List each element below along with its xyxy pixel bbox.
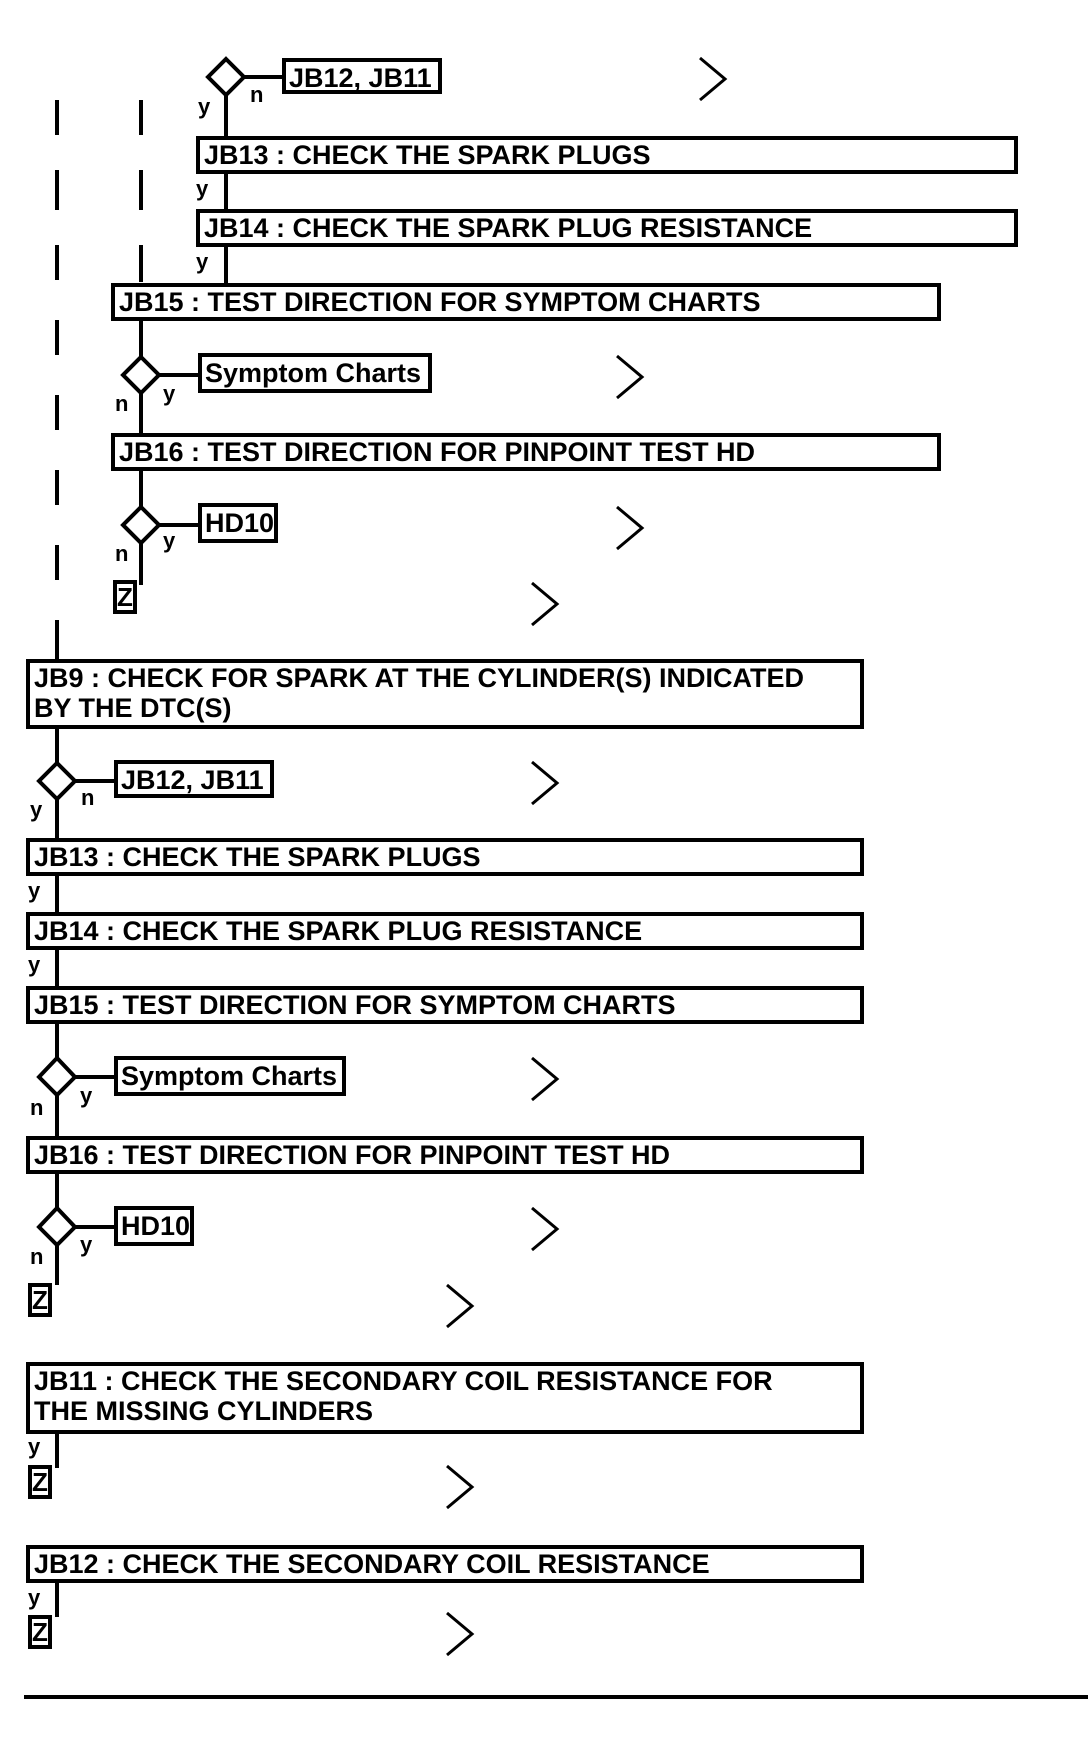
chevron-right-icon xyxy=(446,1611,475,1657)
label-no: n xyxy=(30,1095,44,1120)
chevron-right-icon xyxy=(531,1056,560,1102)
step-jb14-lower: JB14 : CHECK THE SPARK PLUG RESISTANCE xyxy=(26,912,864,950)
label-yes: y xyxy=(30,797,43,822)
step-jb14-upper: JB14 : CHECK THE SPARK PLUG RESISTANCE xyxy=(196,209,1018,247)
step-jb15-upper: JB15 : TEST DIRECTION FOR SYMPTOM CHARTS xyxy=(111,283,941,321)
chevron-right-icon xyxy=(446,1464,475,1510)
decision-diamond xyxy=(36,760,78,802)
label-no: n xyxy=(250,82,264,107)
label-no: n xyxy=(30,1244,44,1269)
label-yes: y xyxy=(196,249,209,274)
chevron-right-icon xyxy=(616,354,645,400)
chevron-right-icon xyxy=(616,505,645,551)
ref-symptom-charts[interactable]: Symptom Charts xyxy=(114,1056,346,1096)
chevron-right-icon xyxy=(446,1283,475,1329)
label-yes: y xyxy=(28,1434,41,1459)
terminal-z: Z xyxy=(28,1615,52,1649)
step-jb13-upper: JB13 : CHECK THE SPARK PLUGS xyxy=(196,136,1018,174)
step-jb16-lower: JB16 : TEST DIRECTION FOR PINPOINT TEST … xyxy=(26,1136,864,1174)
step-jb11-line1: JB11 : CHECK THE SECONDARY COIL RESISTAN… xyxy=(34,1366,773,1396)
ref-jb12-jb11[interactable]: JB12, JB11 xyxy=(114,760,274,798)
decision-diamond xyxy=(205,56,247,98)
label-yes: y xyxy=(80,1083,93,1108)
step-jb9-line1: JB9 : CHECK FOR SPARK AT THE CYLINDER(S)… xyxy=(34,663,805,693)
chevron-right-icon xyxy=(531,581,560,627)
step-jb12: JB12 : CHECK THE SECONDARY COIL RESISTAN… xyxy=(26,1545,864,1583)
label-no: n xyxy=(115,391,129,416)
ref-jb12-jb11[interactable]: JB12, JB11 xyxy=(282,58,442,94)
step-jb13-lower: JB13 : CHECK THE SPARK PLUGS xyxy=(26,838,864,876)
step-jb9-line2: BY THE DTC(S) xyxy=(34,693,232,723)
step-jb11: JB11 : CHECK THE SECONDARY COIL RESISTAN… xyxy=(26,1362,864,1434)
label-yes: y xyxy=(196,176,209,201)
decision-diamond xyxy=(36,1055,78,1098)
label-no: n xyxy=(115,541,129,566)
terminal-z: Z xyxy=(28,1283,52,1317)
terminal-z: Z xyxy=(113,580,137,614)
chevron-right-icon xyxy=(699,56,728,102)
ref-symptom-charts[interactable]: Symptom Charts xyxy=(198,353,432,393)
label-yes: y xyxy=(80,1232,93,1257)
label-yes: y xyxy=(28,878,41,903)
decision-diamond xyxy=(36,1205,78,1248)
terminal-z: Z xyxy=(28,1465,52,1499)
step-jb15-lower: JB15 : TEST DIRECTION FOR SYMPTOM CHARTS xyxy=(26,986,864,1024)
label-no: n xyxy=(81,785,95,810)
chevron-right-icon xyxy=(531,1206,560,1252)
label-yes: y xyxy=(28,952,41,977)
ref-hd10[interactable]: HD10 xyxy=(198,503,278,543)
chevron-right-icon xyxy=(531,760,560,806)
step-jb16-upper: JB16 : TEST DIRECTION FOR PINPOINT TEST … xyxy=(111,433,941,471)
step-jb9: JB9 : CHECK FOR SPARK AT THE CYLINDER(S)… xyxy=(26,659,864,729)
label-yes: y xyxy=(198,94,211,119)
decision-diamond xyxy=(120,354,162,396)
step-jb11-line2: THE MISSING CYLINDERS xyxy=(34,1396,374,1426)
decision-diamond xyxy=(120,504,162,546)
label-yes: y xyxy=(163,528,176,553)
label-yes: y xyxy=(163,381,176,406)
ref-hd10[interactable]: HD10 xyxy=(114,1206,194,1246)
label-yes: y xyxy=(28,1585,41,1610)
